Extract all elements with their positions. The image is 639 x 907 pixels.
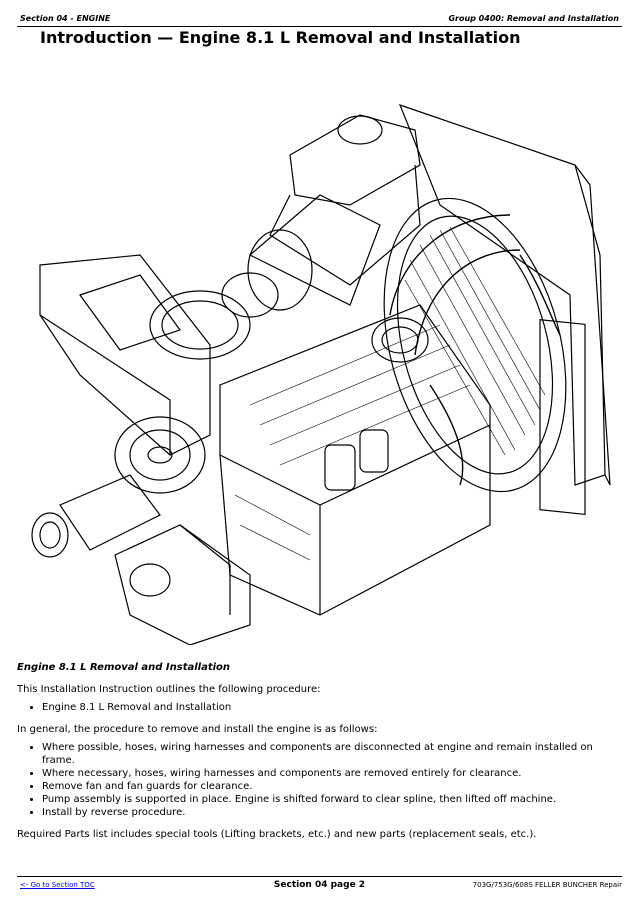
header-rule — [17, 26, 622, 27]
step-item: Where necessary, hoses, wiring harnesses… — [42, 767, 622, 780]
step-item: Pump assembly is supported in place. Eng… — [42, 793, 622, 806]
page-footer: <- Go to Section TOC Section 04 page 2 7… — [17, 880, 622, 893]
parts-note: Required Parts list includes special too… — [17, 829, 537, 840]
page-title: Introduction — Engine 8.1 L Removal and … — [40, 28, 521, 47]
intro-paragraph: This Installation Instruction outlines t… — [17, 684, 321, 695]
procedure-item: Engine 8.1 L Removal and Installation — [42, 701, 622, 714]
document-title: 703G/753G/608S FELLER BUNCHER Repair — [472, 881, 622, 889]
section-toc-link[interactable]: <- Go to Section TOC — [20, 881, 95, 889]
procedure-list: Engine 8.1 L Removal and Installation — [17, 701, 622, 714]
page-number: Section 04 page 2 — [273, 880, 366, 890]
procedure-subheading: Engine 8.1 L Removal and Installation — [17, 662, 231, 673]
step-item: Install by reverse procedure. — [42, 806, 622, 819]
steps-list: Where possible, hoses, wiring harnesses … — [17, 741, 622, 819]
page-header: Section 04 - ENGINE Group 0400: Removal … — [17, 12, 622, 27]
footer-rule — [17, 876, 622, 877]
group-label: Group 0400: Removal and Installation — [448, 14, 619, 23]
body-text: Engine 8.1 L Removal and Installation Th… — [17, 661, 622, 850]
section-label: Section 04 - ENGINE — [20, 14, 111, 23]
step-item: Where possible, hoses, wiring harnesses … — [42, 741, 622, 767]
engine-illustration-icon — [20, 55, 620, 646]
general-paragraph: In general, the procedure to remove and … — [17, 724, 378, 735]
step-item: Remove fan and fan guards for clearance. — [42, 780, 622, 793]
